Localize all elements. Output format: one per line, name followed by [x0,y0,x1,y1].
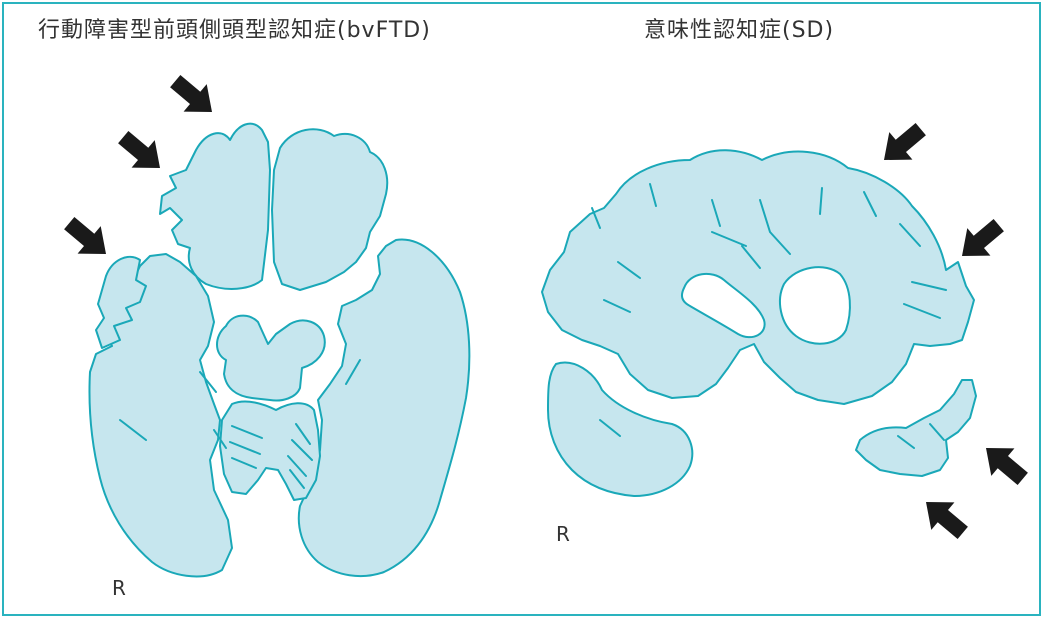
sd-right-side-label: R [556,522,570,546]
bvftd-cerebellum [220,402,320,500]
arrow-icon [164,67,224,125]
sd-coronal-section [542,150,976,496]
bvftd-midbrain [217,316,325,401]
arrow-icon [974,434,1034,492]
bvftd-right-side-label: R [112,576,126,600]
arrow-icon [950,211,1010,269]
arrow-icon [58,209,118,267]
arrow-icon [112,123,172,181]
arrow-icon [872,115,932,173]
bvftd-left-temporal-lobe [299,240,470,577]
sd-cerebrum [542,150,974,404]
sd-left-lateral-ventricle [780,267,850,344]
bvftd-left-frontal-lobe [272,129,387,290]
bvftd-axial-section [89,124,469,577]
arrow-icon [914,488,974,546]
